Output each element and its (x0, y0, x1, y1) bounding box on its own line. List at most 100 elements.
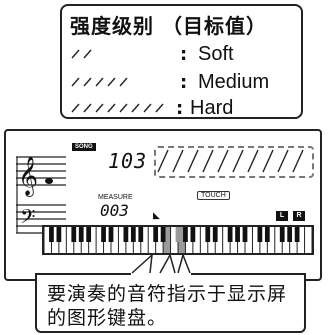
strength-dash (119, 77, 128, 87)
legend-row-medium: : Medium (70, 71, 300, 94)
graphic-keyboard (42, 225, 314, 255)
white-key (126, 227, 133, 253)
strength-dash (71, 49, 80, 59)
legend-label-hard: Hard (190, 97, 234, 119)
strength-dash (143, 103, 152, 113)
white-key (74, 227, 81, 253)
white-key (260, 227, 267, 253)
black-key (235, 227, 240, 242)
strength-dash (277, 149, 289, 173)
white-key (297, 227, 305, 253)
white-key (171, 227, 178, 253)
measure-label: MEASURE (98, 194, 133, 201)
white-key (59, 227, 66, 253)
strength-dash (95, 103, 104, 113)
lcd-display: 𝄞 𝄢 SONG 103 TOUCH MEASURE 003 ◣ L R (4, 129, 322, 281)
strength-legend: 强度级别 （目标值） : Soft : Medium : Hard (60, 4, 303, 119)
white-key (178, 227, 185, 253)
black-key (294, 227, 300, 242)
strength-dash (71, 77, 80, 87)
black-key (183, 227, 188, 242)
black-key (242, 227, 248, 242)
white-key (118, 227, 126, 253)
black-key (160, 227, 166, 242)
song-number: 103 (108, 149, 148, 173)
black-key (56, 227, 62, 242)
black-key (257, 227, 263, 242)
white-key (141, 227, 148, 253)
strength-dash (71, 103, 80, 113)
description-callout: 要演奏的音符指示于显示屏的图形键盘。 (35, 278, 306, 333)
strength-indicator-box (154, 146, 314, 178)
black-key (86, 227, 92, 242)
right-hand-badge: R (293, 211, 305, 221)
black-key (123, 227, 129, 242)
strength-dash (262, 149, 274, 173)
strength-dash (107, 77, 116, 87)
white-key (89, 227, 96, 253)
strength-dashes-icon (157, 149, 304, 173)
svg-text:𝄢: 𝄢 (20, 205, 35, 233)
black-key (227, 227, 233, 242)
soft-dashes-icon (71, 49, 92, 59)
legend-label-soft: Soft (198, 43, 234, 65)
black-key (108, 227, 114, 242)
white-key (193, 227, 200, 253)
white-key (275, 227, 282, 253)
strength-dash (83, 77, 92, 87)
black-key (287, 227, 293, 242)
black-key (130, 227, 136, 242)
strength-dash (202, 149, 214, 173)
white-key (223, 227, 230, 253)
strength-dash (217, 149, 229, 173)
measure-number: 003 (100, 201, 129, 220)
legend-label-medium: Medium (198, 71, 270, 93)
black-key (138, 227, 144, 242)
strength-dash (107, 103, 116, 113)
black-key (212, 227, 218, 242)
strength-dash (157, 149, 169, 173)
white-key (252, 227, 260, 253)
white-key (66, 227, 74, 253)
black-key (71, 227, 77, 242)
strength-dash (292, 149, 304, 173)
strength-dash (83, 103, 92, 113)
white-key (305, 227, 312, 253)
white-key (133, 227, 141, 253)
black-key (205, 227, 211, 242)
white-key (267, 227, 275, 253)
strength-dash (95, 77, 104, 87)
strength-dash (247, 149, 259, 173)
black-key (101, 227, 106, 242)
white-key (290, 227, 297, 253)
strength-dash (83, 49, 92, 59)
white-key (81, 227, 89, 253)
hard-dashes-icon (71, 103, 164, 113)
description-text: 要演奏的音符指示于显示屏的图形键盘。 (47, 283, 288, 329)
white-key (44, 227, 51, 253)
legend-colon: : (180, 72, 188, 93)
black-key (49, 227, 54, 242)
black-key (279, 227, 285, 242)
white-key (238, 227, 245, 253)
black-key (264, 227, 270, 242)
black-key (190, 227, 196, 242)
white-key (156, 227, 163, 253)
strength-dash (155, 103, 164, 113)
black-key (153, 227, 159, 242)
grand-staff-icon: 𝄞 𝄢 (16, 156, 66, 234)
white-key (200, 227, 208, 253)
white-key (111, 227, 118, 253)
legend-row-hard: : Hard (70, 97, 300, 120)
white-key (282, 227, 290, 253)
touch-badge: TOUCH (197, 191, 230, 200)
left-hand-badge: L (276, 211, 288, 221)
strength-dash (131, 103, 140, 113)
legend-colon: : (176, 98, 184, 119)
strength-dash (187, 149, 199, 173)
white-key (148, 227, 156, 253)
song-badge: SONG (72, 143, 96, 151)
white-key (245, 227, 252, 253)
strength-dash (232, 149, 244, 173)
black-key (175, 227, 181, 242)
